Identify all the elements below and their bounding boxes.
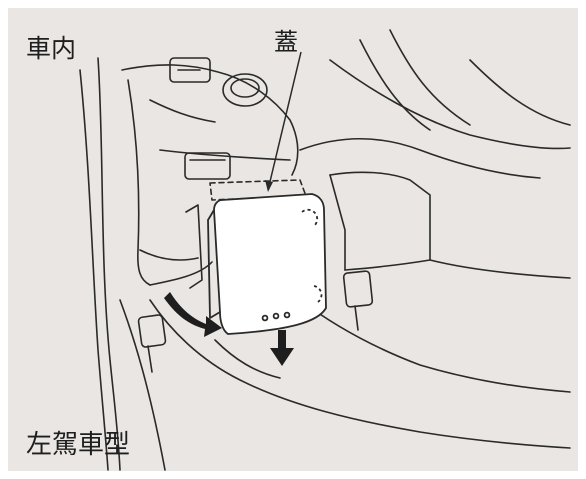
shifter-slot bbox=[169, 57, 211, 83]
console-lower-edge bbox=[149, 261, 213, 286]
pedal-left-arm bbox=[147, 345, 153, 373]
dash-edge bbox=[469, 59, 571, 126]
model-label: 左駕車型 bbox=[26, 430, 131, 460]
console-curve bbox=[149, 99, 216, 123]
dash-lower-line bbox=[159, 149, 291, 161]
knob-inner bbox=[230, 78, 260, 98]
door-edge-outer bbox=[97, 57, 121, 471]
floor-line-2 bbox=[119, 299, 166, 471]
cover-notch-bottom bbox=[313, 285, 323, 303]
cover-label: 蓋 bbox=[274, 28, 298, 56]
cover-screw-3 bbox=[283, 311, 291, 319]
under-dash-bracket bbox=[185, 204, 203, 289]
hidden-fuse-outline bbox=[209, 179, 307, 201]
pedal-right bbox=[342, 270, 374, 308]
pedal-right-arm bbox=[354, 305, 359, 331]
door-edge-inner bbox=[79, 69, 109, 471]
dashboard-illustration bbox=[79, 29, 571, 471]
floor-line-1 bbox=[149, 299, 571, 449]
pull-arrow bbox=[164, 292, 222, 337]
cover-edge-shadow bbox=[207, 209, 221, 319]
callout-arrowhead bbox=[265, 180, 273, 192]
floor-line-4 bbox=[214, 339, 281, 379]
kick-panel-2 bbox=[329, 174, 346, 271]
cover-screw-1 bbox=[261, 314, 269, 322]
console-front bbox=[127, 79, 151, 286]
pedal-left bbox=[137, 314, 167, 348]
floor-right bbox=[429, 259, 571, 279]
location-label: 車内 bbox=[26, 34, 77, 63]
illustration-panel: 車内 蓋 左駕車型 bbox=[8, 8, 578, 471]
kick-panel bbox=[329, 171, 431, 271]
callout-leader bbox=[267, 51, 302, 191]
cover-body bbox=[213, 193, 327, 335]
dash-lip bbox=[299, 137, 541, 179]
steering-column-2 bbox=[389, 29, 471, 126]
cover-screw-2 bbox=[272, 312, 280, 320]
down-arrow bbox=[270, 330, 294, 366]
dash-upper-curve bbox=[329, 59, 571, 150]
steering-column bbox=[359, 39, 431, 131]
cover-notch-top bbox=[301, 208, 319, 227]
knob-outer bbox=[222, 73, 268, 107]
floor-line-3 bbox=[299, 299, 571, 393]
under-dash-left bbox=[139, 249, 199, 261]
small-switch bbox=[184, 152, 231, 180]
fuse-cover bbox=[207, 193, 327, 335]
